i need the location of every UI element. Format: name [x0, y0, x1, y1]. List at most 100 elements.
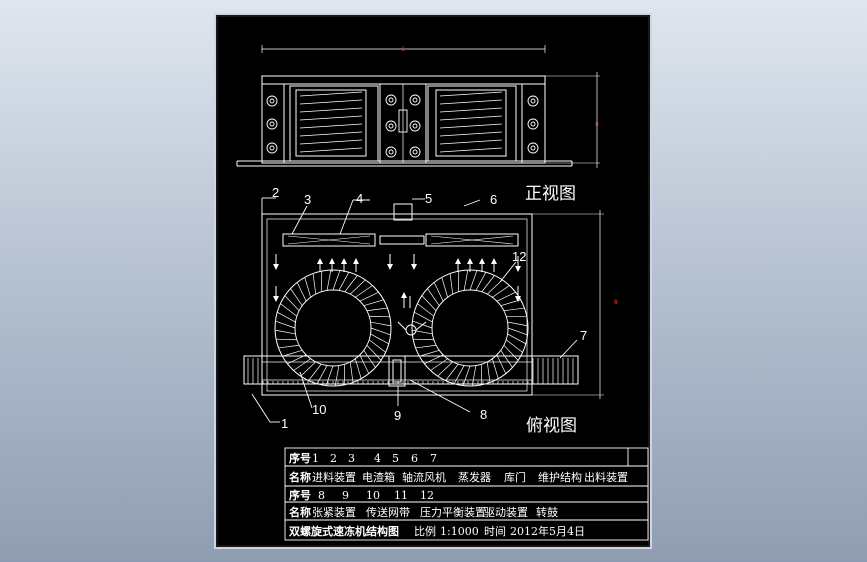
table-row2-cell: 进料装置	[312, 470, 356, 484]
drum-spoke	[316, 365, 328, 384]
table-row3-cell: 9	[342, 489, 349, 502]
drawing-sheet	[214, 13, 652, 549]
drum-spoke	[370, 327, 391, 336]
drum-spoke	[507, 327, 528, 336]
table-row1-cell: 5	[392, 452, 399, 465]
drum-spoke	[486, 361, 491, 383]
drum-spoke	[275, 320, 296, 329]
table-row1-cell: 2	[330, 452, 337, 465]
drum-spoke	[296, 282, 307, 302]
drum-spoke	[370, 333, 389, 345]
drum-spoke	[417, 303, 435, 317]
sheet-inner-border	[216, 15, 650, 547]
drum-spoke	[500, 299, 521, 306]
dimension-text-front-right: 8	[595, 121, 599, 128]
table-footer-scale: 1:1000	[440, 525, 479, 538]
table-row2-cell: 蒸发器	[458, 470, 491, 484]
drum-spoke	[492, 285, 510, 298]
drum-spoke	[433, 282, 444, 302]
drum-spoke	[344, 275, 358, 293]
drum-spoke	[481, 275, 495, 293]
drum-spoke	[505, 339, 523, 353]
top-view-title: 俯视图	[526, 416, 577, 436]
table-row2-cell: 电渣箱	[362, 470, 395, 484]
drum-spoke	[421, 295, 437, 311]
table-row1-cell: 7	[430, 452, 437, 465]
drum-spoke	[277, 311, 296, 323]
drum-spoke	[284, 295, 300, 311]
callout-5: 5	[425, 191, 432, 206]
table-row2-cell: 出料装置	[584, 470, 628, 484]
table-footer-date: 2012年5月4日	[510, 524, 585, 538]
table-row3-cell: 10	[366, 489, 380, 502]
drum-spoke	[453, 365, 465, 384]
drum-spoke	[413, 338, 434, 341]
table-row4-cell: 转鼓	[536, 505, 558, 519]
drum-spoke	[300, 361, 316, 377]
drum-spoke	[469, 270, 478, 291]
drum-spoke	[427, 288, 440, 306]
drum-spoke	[462, 365, 471, 386]
drum-spoke	[506, 315, 527, 318]
callout-7: 7	[580, 328, 587, 343]
drum-spoke	[437, 361, 453, 377]
drum-spoke	[441, 277, 448, 298]
drum-spoke	[507, 333, 526, 345]
table-row4-header: 名称	[289, 505, 311, 519]
drum-spoke	[366, 307, 388, 312]
drum-spoke	[325, 365, 334, 386]
drum-spoke	[363, 299, 384, 306]
drum-spoke	[500, 350, 513, 368]
drum-spoke	[369, 315, 390, 318]
drum-spoke	[415, 344, 437, 349]
table-row4-cell: 传送网带	[366, 505, 410, 519]
drum-spoke	[487, 279, 503, 295]
callout-10: 10	[312, 402, 326, 417]
drum-spoke	[332, 270, 341, 291]
drum-spoke	[503, 307, 525, 312]
table-row1-cell: 6	[411, 452, 418, 465]
table-row3-header: 序号	[289, 488, 311, 502]
table-row3-cell: 8	[318, 489, 325, 502]
drum-spoke	[312, 273, 317, 295]
drum-spoke	[282, 350, 303, 357]
drum-spoke	[280, 303, 298, 317]
table-row4-cell: 张紧装置	[312, 506, 356, 519]
drum-spoke	[366, 345, 382, 361]
table-row1-header: 序号	[289, 451, 311, 465]
drum-spoke	[463, 269, 469, 291]
drum-spoke	[457, 271, 460, 292]
drum-spoke	[445, 363, 459, 381]
drum-spoke	[349, 361, 354, 383]
drum-spoke	[419, 350, 440, 357]
callout-9: 9	[394, 408, 401, 423]
drum-spoke	[496, 354, 507, 374]
drum-spoke	[276, 338, 297, 341]
table-row4-cell: 驱动装置	[484, 506, 528, 519]
drum-spoke	[414, 311, 433, 323]
table-row1-cell: 4	[374, 452, 381, 465]
drum-spoke	[293, 358, 311, 371]
drum-spoke	[496, 291, 516, 302]
drum-spoke	[278, 344, 300, 349]
top-view	[243, 197, 604, 423]
callout-12: 12	[512, 249, 526, 264]
drum-spoke	[350, 279, 366, 295]
drum-spoke	[475, 272, 487, 291]
drum-spoke	[343, 364, 346, 385]
front-view-title: 正视图	[525, 184, 576, 204]
table-row3-cell: 11	[394, 489, 408, 502]
callout-8: 8	[480, 407, 487, 422]
title-block	[284, 447, 649, 541]
table-footer-scale-label: 比例	[414, 524, 436, 538]
drum-spoke	[370, 321, 392, 327]
callout-3: 3	[304, 192, 311, 207]
drum-spoke	[359, 354, 370, 374]
drum-spoke	[503, 345, 519, 361]
dimension-text-top-right: 8	[614, 299, 618, 306]
front-view	[236, 45, 600, 168]
drum-spoke	[326, 269, 332, 291]
drum-spoke	[334, 365, 340, 387]
drum-spoke	[359, 291, 379, 302]
table-row2-cell: 库门	[504, 470, 526, 484]
